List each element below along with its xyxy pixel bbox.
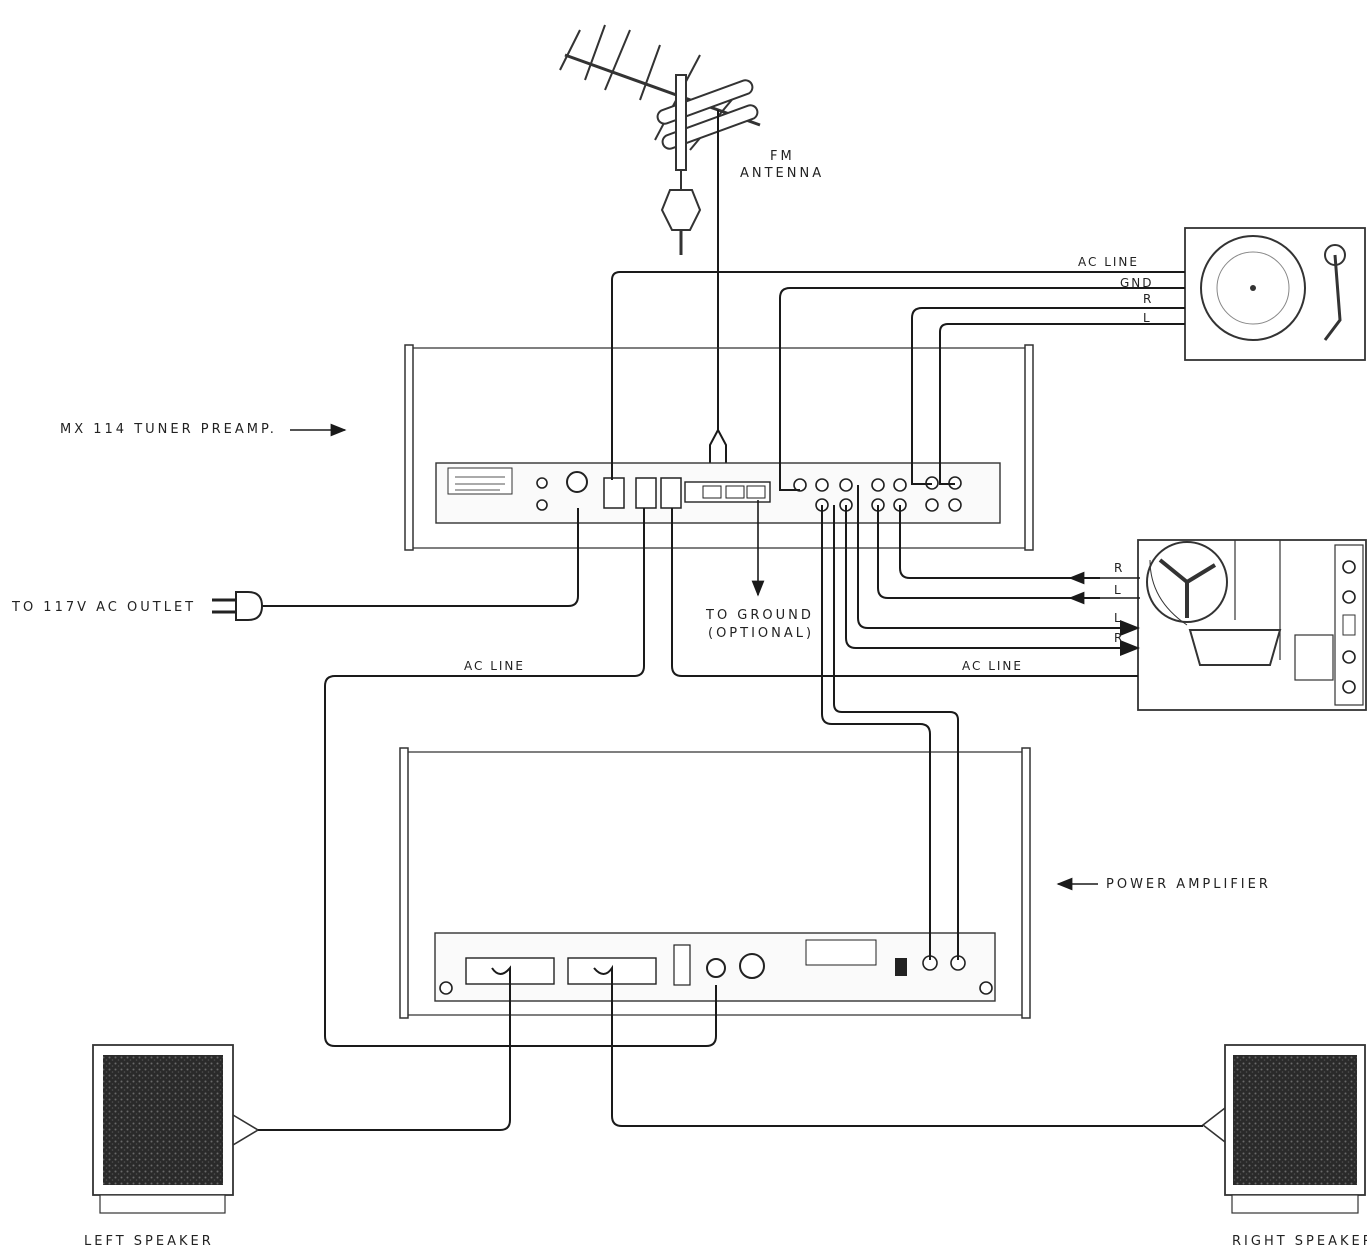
tape-r-out-wire — [899, 505, 1100, 579]
right-speaker — [1201, 1044, 1366, 1214]
turntable-ac-line — [611, 271, 1185, 480]
tape-deck-ac-line — [671, 508, 1138, 677]
tuner-preamp — [404, 344, 1034, 551]
turntable-r-label: R — [1143, 292, 1153, 306]
turntable-gnd-wire — [779, 287, 1185, 491]
ac-outlet-label: TO 117V AC OUTLET — [11, 600, 196, 615]
ground-label-1: TO GROUND — [705, 608, 814, 623]
tape-l-bottom-label: L — [1114, 611, 1123, 625]
turntable-l-wire — [939, 323, 1185, 485]
turntable-l-label: L — [1143, 311, 1152, 325]
tape-l-top-label: L — [1114, 583, 1123, 597]
tape-r-top-label: R — [1114, 561, 1124, 575]
fm-antenna-label-1: FM — [770, 149, 795, 164]
fm-antenna-icon — [559, 24, 761, 255]
left-speaker-wire — [258, 965, 511, 1131]
ac-plug-icon — [212, 591, 264, 621]
preamp-to-amp-right — [833, 505, 959, 960]
right-speaker-label: RIGHT SPEAKER — [1232, 1234, 1367, 1249]
tuner-preamp-label: MX 114 TUNER PREAMP. — [60, 422, 277, 437]
fm-antenna-label-2: ANTENNA — [740, 166, 824, 181]
ac-line-left-label: AC LINE — [464, 659, 525, 673]
turntable-ac-line-label: AC LINE — [1078, 255, 1139, 269]
turntable — [1184, 227, 1366, 361]
ground-label-2: (OPTIONAL) — [708, 626, 814, 641]
turntable-r-wire — [911, 307, 1185, 485]
tape-r-bottom-label: R — [1114, 631, 1124, 645]
tape-r-in-wire — [845, 505, 1140, 656]
power-amplifier-label: POWER AMPLIFIER — [1106, 877, 1271, 892]
tape-l-out-wire — [877, 505, 1100, 599]
power-amp-ac-line — [324, 508, 717, 1047]
right-speaker-wire — [593, 964, 1203, 1127]
preamp-to-amp-left — [821, 505, 931, 960]
ac-line-right-label: AC LINE — [962, 659, 1023, 673]
ac-power-cord — [258, 508, 579, 607]
tape-l-in-wire — [857, 485, 1140, 636]
left-speaker-label: LEFT SPEAKER — [84, 1234, 214, 1249]
left-speaker — [92, 1044, 260, 1214]
power-amplifier — [399, 747, 1031, 1019]
gnd-label: GND — [1120, 276, 1154, 290]
tape-deck — [1137, 539, 1367, 711]
